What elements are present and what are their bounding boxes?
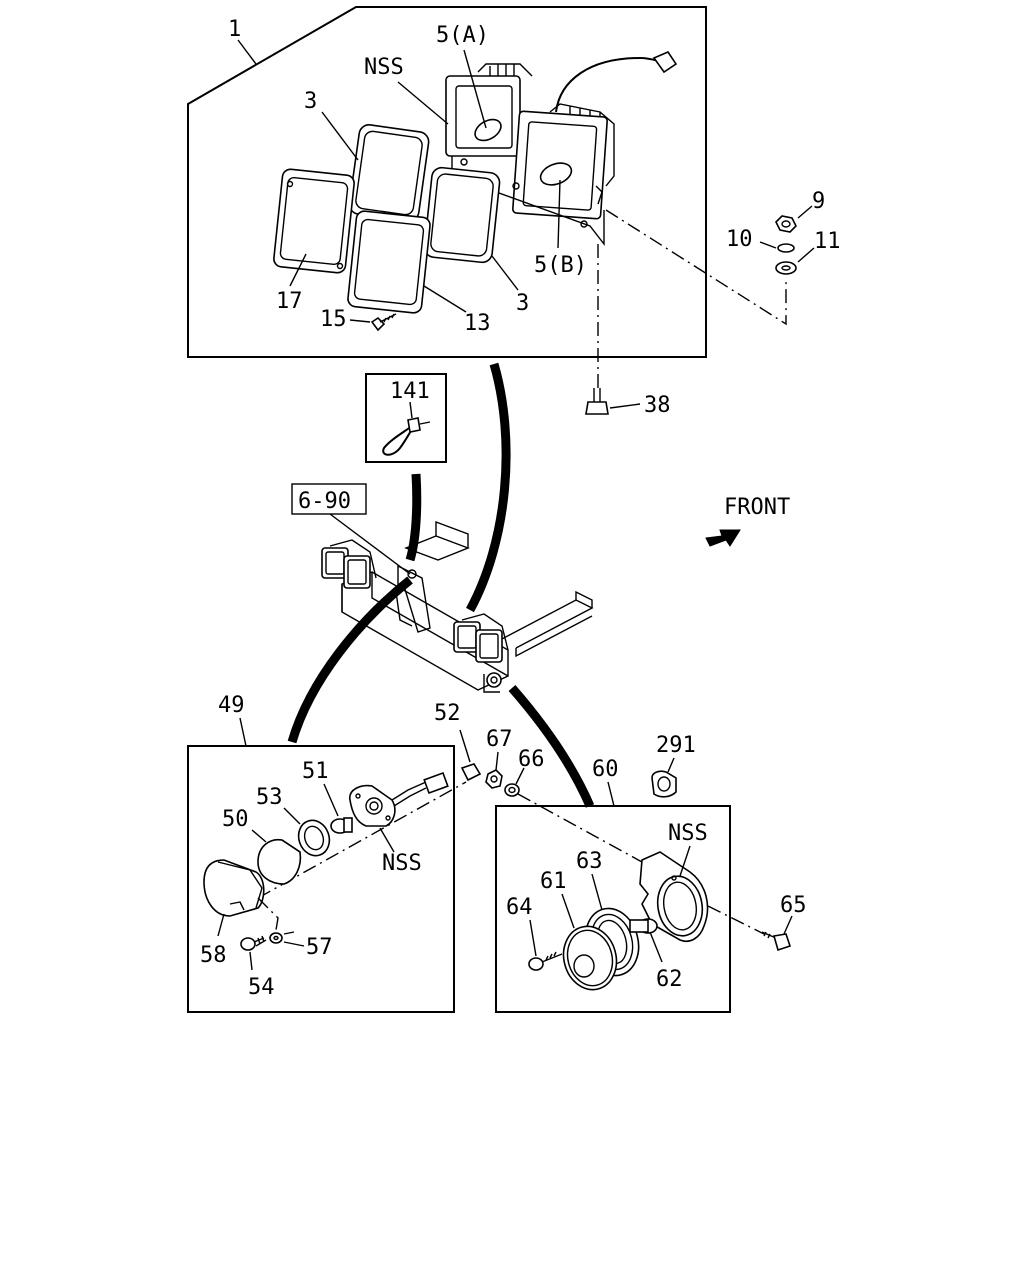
label-53: 53 [256, 785, 283, 810]
label-57: 57 [306, 935, 333, 960]
label-6-90: 6-90 [298, 489, 351, 514]
arrow-141-to-vehicle [405, 473, 422, 562]
gasket-3-upper [348, 124, 430, 222]
label-38: 38 [644, 393, 671, 418]
label-5a: 5(A) [436, 23, 489, 48]
label-65: 65 [780, 893, 807, 918]
label-17: 17 [276, 289, 303, 314]
washer-57 [269, 931, 295, 944]
assembly-60-group: 60 NSS 63 61 62 [495, 757, 765, 1013]
lens-13 [347, 210, 431, 314]
lens-58 [203, 859, 265, 917]
front-arrow-icon [705, 529, 741, 547]
label-54: 54 [248, 975, 275, 1000]
label-62: 62 [656, 967, 683, 992]
bulb-62 [629, 918, 658, 934]
assembly-49-frame [187, 745, 455, 1013]
label-5b: 5(B) [534, 253, 587, 278]
cover-50 [257, 838, 302, 885]
label-63: 63 [576, 849, 603, 874]
label-9: 9 [812, 189, 825, 214]
label-141: 141 [390, 379, 430, 404]
label-nss-right: NSS [668, 821, 708, 846]
label-58: 58 [200, 943, 227, 968]
fastener-group-9-10-11: 9 10 11 [605, 189, 841, 326]
label-51: 51 [302, 759, 329, 784]
label-3-right: 3 [516, 291, 529, 316]
arrow-vehicle-to-49 [287, 576, 413, 744]
label-13: 13 [464, 311, 491, 336]
label-50: 50 [222, 807, 249, 832]
screw-65: 65 [761, 893, 807, 952]
socket-harness [349, 771, 449, 827]
vehicle-frame [321, 520, 594, 693]
front-indicator: FRONT [705, 495, 790, 547]
top-assembly-group: 1 NSS [187, 6, 707, 358]
lens-17 [273, 168, 355, 274]
label-52: 52 [434, 701, 461, 726]
label-61: 61 [540, 869, 567, 894]
screw-15 [370, 313, 397, 332]
label-3-upper: 3 [304, 89, 317, 114]
arrow-vehicle-to-60 [508, 685, 595, 808]
top-assembly-frame [187, 6, 707, 358]
screw-54 [240, 935, 267, 951]
label-10: 10 [726, 227, 753, 252]
label-291: 291 [656, 733, 696, 758]
label-15: 15 [320, 307, 347, 332]
assembly-49-group: 49 58 50 53 51 [187, 693, 467, 1013]
label-1: 1 [228, 17, 241, 42]
bulb-51 [330, 817, 353, 834]
label-66: 66 [518, 747, 545, 772]
gasket-3-right [423, 166, 501, 264]
label-64: 64 [506, 895, 533, 920]
assembly-60-frame [495, 805, 731, 1013]
connector-parts: 52 67 66 [434, 701, 643, 863]
label-49: 49 [218, 693, 245, 718]
arrow-top-to-vehicle [466, 362, 511, 613]
label-nss-top: NSS [364, 55, 404, 80]
lens-61 [562, 925, 618, 991]
bracket-plate [639, 851, 709, 942]
bolt-38: 38 [585, 244, 671, 418]
label-60: 60 [592, 757, 619, 782]
label-67: 67 [486, 727, 513, 752]
ref-6-90: 6-90 [291, 483, 411, 575]
label-nss-left: NSS [382, 851, 422, 876]
cable-tie-141-callout: 141 [365, 373, 447, 463]
grommet-291: 291 [651, 733, 696, 798]
ring-53 [297, 819, 331, 857]
label-11: 11 [814, 229, 841, 254]
screw-64 [528, 951, 563, 971]
label-front: FRONT [724, 495, 790, 520]
